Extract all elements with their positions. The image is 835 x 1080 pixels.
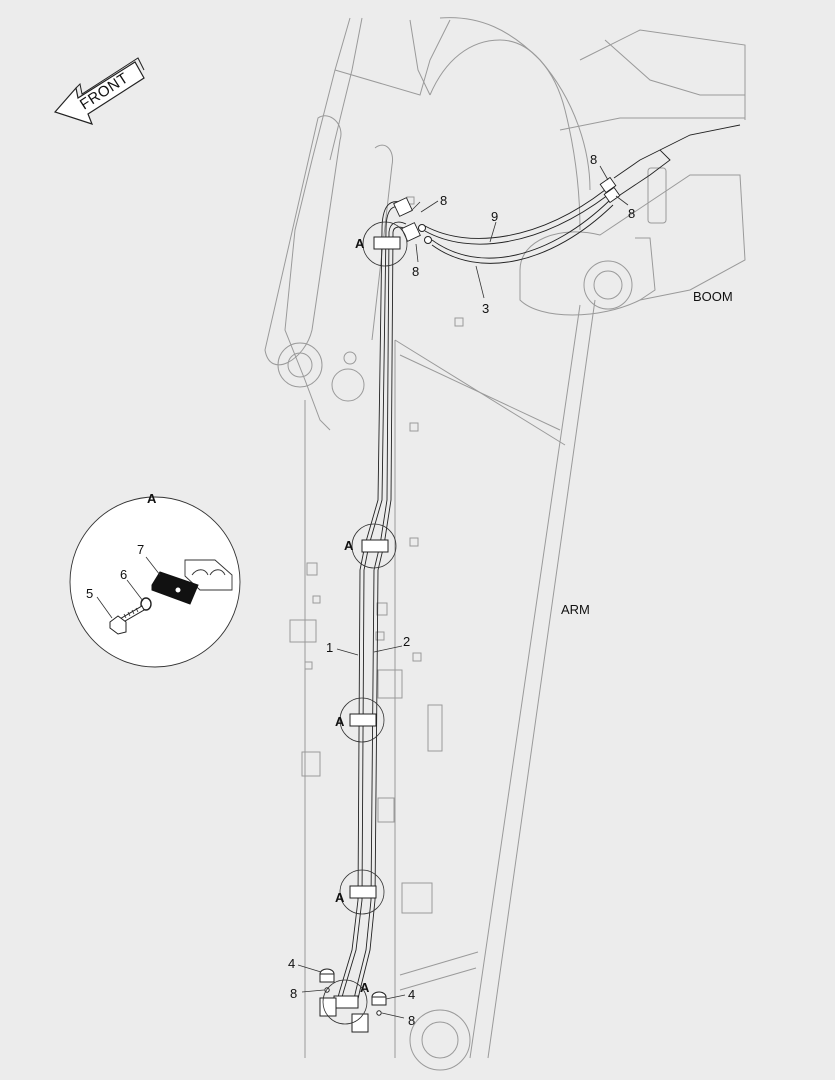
callout-8-d: 8 (628, 206, 635, 221)
clamp-block (184, 559, 233, 591)
clamp-2 (361, 539, 389, 553)
callout-a-4: A (335, 890, 345, 905)
callout-a-2: A (344, 538, 354, 553)
callout-fitting-left: 4 (288, 956, 295, 971)
boom-arm-outline (264, 17, 746, 1071)
detail-circles (322, 221, 408, 1025)
bolt-icon (109, 605, 145, 635)
front-arrow-icon: FRONT (53, 57, 145, 125)
callout-a-1: A (355, 236, 365, 251)
callout-pipe-1: 1 (326, 640, 333, 655)
callout-8-c: 8 (590, 152, 597, 167)
callout-bolt: 5 (86, 586, 93, 601)
callout-plate: 7 (137, 542, 144, 557)
main-callouts: 8 8 9 3 8 8 A A A A A 1 2 4 8 4 8 (288, 152, 635, 1028)
callout-a-5: A (360, 980, 370, 995)
detail-a-inset: A 5 6 7 (69, 491, 241, 668)
detail-title: A (147, 491, 157, 506)
callout-8-b: 8 (412, 264, 419, 279)
callout-8-a: 8 (440, 193, 447, 208)
clamp-3 (349, 713, 377, 727)
pipe-assembly (319, 124, 741, 1033)
callout-hose-upper: 9 (491, 209, 498, 224)
callout-8-e: 8 (290, 986, 297, 1001)
callout-a-3: A (335, 714, 345, 729)
boom-label: BOOM (693, 289, 733, 304)
callout-fitting-right: 4 (408, 987, 415, 1002)
arm-label: ARM (561, 602, 590, 617)
clamp-top (373, 236, 401, 250)
callout-hose-lower: 3 (482, 301, 489, 316)
clamp-4 (349, 885, 377, 899)
callout-pipe-2: 2 (403, 634, 410, 649)
callout-washer: 6 (120, 567, 127, 582)
plate-icon (151, 571, 199, 605)
washer-icon (140, 597, 152, 611)
clamp-bottom (333, 995, 359, 1009)
callout-8-f: 8 (408, 1013, 415, 1028)
